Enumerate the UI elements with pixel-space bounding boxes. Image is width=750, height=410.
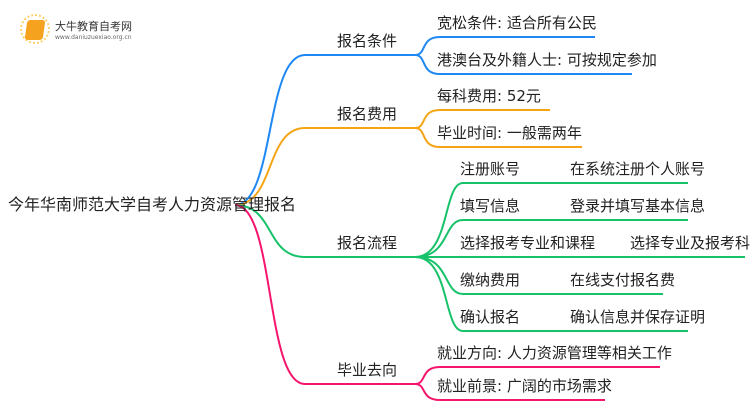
- leaf-detail: 登录并填写基本信息: [570, 197, 706, 215]
- leaf-connector: [414, 366, 660, 385]
- leaf-topic: 确认报名: [460, 308, 521, 326]
- branch-topic: 报名费用: [337, 105, 398, 123]
- leaf-detail: 确认信息并保存证明: [570, 308, 706, 326]
- leaf-connector: [414, 219, 688, 258]
- leaf-detail: 在系统注册个人账号: [570, 160, 706, 178]
- leaf-topic: 港澳台及外籍人士: 可按规定参加: [437, 51, 657, 69]
- branch-topic: 毕业去向: [337, 361, 398, 379]
- leaf-connector: [414, 54, 632, 75]
- branch-connector: [234, 127, 415, 206]
- root-topic: 今年华南师范大学自考人力资源管理报名: [8, 195, 297, 214]
- leaf-topic: 填写信息: [460, 197, 521, 215]
- leaf-topic: 每科费用: 52元: [437, 87, 541, 105]
- branch-connector: [234, 204, 415, 258]
- logo-sun-icon: [20, 14, 50, 44]
- logo-url: www.daniuzuexiao.org.cn: [55, 34, 132, 41]
- leaf-topic: 就业方向: 人力资源管理等相关工作: [437, 344, 672, 362]
- leaf-connector: [414, 383, 605, 401]
- leaf-connector: [414, 256, 663, 295]
- leaf-topic: 缴纳费用: [460, 271, 521, 289]
- leaf-topic: 就业前景: 广阔的市场需求: [437, 377, 612, 395]
- leaf-topic: 毕业时间: 一般需两年: [437, 124, 582, 142]
- branch-connector: [234, 54, 415, 206]
- branch-connector: [234, 204, 415, 385]
- leaf-topic: 宽松条件: 适合所有公民: [437, 14, 597, 32]
- leaf-detail: 选择专业及报考科目: [630, 234, 750, 252]
- leaf-connector: [414, 127, 582, 148]
- leaf-topic: 注册账号: [460, 160, 521, 178]
- site-logo: 大牛教育自考网 www.daniuzuexiao.org.cn: [20, 14, 140, 44]
- leaf-connector: [414, 182, 688, 258]
- leaf-topic: 选择报考专业和课程: [460, 234, 596, 252]
- leaf-connector: [414, 36, 595, 56]
- branch-topic: 报名条件: [337, 32, 398, 50]
- leaf-connector: [414, 256, 688, 332]
- leaf-connector: [414, 109, 550, 129]
- branch-topic: 报名流程: [337, 234, 398, 252]
- logo-name: 大牛教育自考网: [55, 20, 132, 33]
- leaf-detail: 在线支付报名费: [570, 271, 676, 289]
